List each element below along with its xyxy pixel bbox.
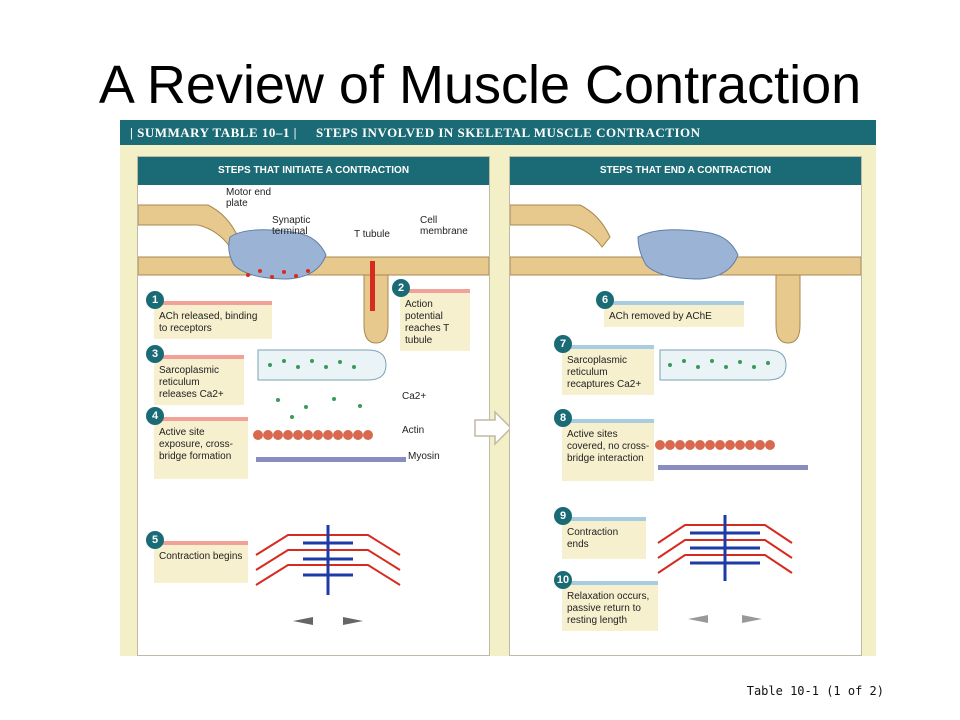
slide-caption: Table 10-1 (1 of 2) xyxy=(746,684,884,698)
ach-dots xyxy=(246,269,310,279)
step-6-text: ACh removed by AChE xyxy=(609,311,712,322)
sarcoplasmic-reticulum xyxy=(257,349,387,381)
sarcomere-thick-filaments xyxy=(690,515,760,581)
synaptic-terminal-shape xyxy=(637,229,739,280)
sarcoplasmic-reticulum xyxy=(659,349,787,381)
step-8-bar xyxy=(562,419,654,423)
relaxation-arrow-left xyxy=(688,615,708,623)
step-10-text: Relaxation occurs, passive return to res… xyxy=(567,591,650,626)
figure-header-label: | SUMMARY TABLE 10–1 | xyxy=(130,125,297,140)
sarcomere-thick-filaments xyxy=(303,525,353,595)
label-myosin: Myosin xyxy=(408,451,440,462)
initiate-illustration xyxy=(138,204,489,625)
step-5-text: Contraction begins xyxy=(159,551,243,562)
step-9-box: Contraction ends xyxy=(562,517,646,559)
step-10-box: Relaxation occurs, passive return to res… xyxy=(562,581,658,631)
step-3-number: 3 xyxy=(146,345,164,363)
step-9-bar xyxy=(562,517,646,521)
step-4-bar xyxy=(154,417,248,421)
end-panel: STEPS THAT END A CONTRACTION xyxy=(509,156,862,656)
step-1-box: ACh released, binding to receptors xyxy=(154,301,272,339)
step-3-box: Sarcoplasmic reticulum releases Ca2+ xyxy=(154,355,244,405)
step-4-box: Active site exposure, cross-bridge forma… xyxy=(154,417,248,479)
transition-arrow-icon xyxy=(474,410,513,446)
step-2-box: Action potential reaches T tubule xyxy=(400,289,470,351)
step-4-text: Active site exposure, cross-bridge forma… xyxy=(159,427,233,462)
summary-figure: | SUMMARY TABLE 10–1 | STEPS INVOLVED IN… xyxy=(120,120,876,656)
step-8-number: 8 xyxy=(554,409,572,427)
myosin-filament xyxy=(658,465,808,470)
step-3-text: Sarcoplasmic reticulum releases Ca2+ xyxy=(159,365,224,400)
figure-header-title: STEPS INVOLVED IN SKELETAL MUSCLE CONTRA… xyxy=(316,125,701,140)
step-7-number: 7 xyxy=(554,335,572,353)
contraction-arrow-left xyxy=(293,617,313,625)
calcium-dots xyxy=(268,359,362,419)
step-8-box: Active sites covered, no cross-bridge in… xyxy=(562,419,654,481)
step-2-text: Action potential reaches T tubule xyxy=(405,299,450,346)
step-6-box: ACh removed by AChE xyxy=(604,301,744,327)
t-tubule-shape xyxy=(363,274,389,344)
step-3-bar xyxy=(154,355,244,359)
step-2-number: 2 xyxy=(392,279,410,297)
step-5-number: 5 xyxy=(146,531,164,549)
label-synaptic-terminal: Synaptic terminal xyxy=(272,215,311,237)
step-9-text: Contraction ends xyxy=(567,527,619,550)
actin-filament xyxy=(253,430,373,440)
axon-shape xyxy=(138,204,239,248)
initiate-panel-heading: STEPS THAT INITIATE A CONTRACTION xyxy=(138,157,489,185)
contraction-arrow-right xyxy=(343,617,363,625)
step-7-bar xyxy=(562,345,654,349)
step-7-box: Sarcoplasmic reticulum recaptures Ca2+ xyxy=(562,345,654,395)
initiate-panel-body: Motor end plate Synaptic terminal T tubu… xyxy=(138,185,489,655)
step-10-bar xyxy=(562,581,658,585)
label-t-tubule: T tubule xyxy=(354,229,390,240)
step-6-number: 6 xyxy=(596,291,614,309)
step-4-number: 4 xyxy=(146,407,164,425)
step-9-number: 9 xyxy=(554,507,572,525)
relaxation-arrow-right xyxy=(742,615,762,623)
label-cell-membrane: Cell membrane xyxy=(420,215,468,237)
initiate-panel: STEPS THAT INITIATE A CONTRACTION xyxy=(137,156,490,656)
myosin-filament xyxy=(256,457,406,462)
actin-filament xyxy=(655,440,775,450)
label-actin: Actin xyxy=(402,425,425,436)
calcium-dots xyxy=(668,359,770,369)
end-panel-heading: STEPS THAT END A CONTRACTION xyxy=(510,157,861,185)
t-tubule-shape xyxy=(775,274,801,344)
step-1-text: ACh released, binding to receptors xyxy=(159,311,258,334)
step-8-text: Active sites covered, no cross-bridge in… xyxy=(567,429,650,464)
step-10-number: 10 xyxy=(554,571,572,589)
step-2-bar xyxy=(400,289,470,293)
figure-header: | SUMMARY TABLE 10–1 | STEPS INVOLVED IN… xyxy=(120,120,876,145)
end-panel-body: ACh removed by AChE 6 Sarcoplasmic retic… xyxy=(510,185,861,655)
step-5-box: Contraction begins xyxy=(154,541,248,583)
action-potential-marker xyxy=(370,261,375,311)
label-ca: Ca2+ xyxy=(402,391,427,402)
step-7-text: Sarcoplasmic reticulum recaptures Ca2+ xyxy=(567,355,642,390)
synaptic-terminal-shape xyxy=(228,229,327,280)
step-6-bar xyxy=(604,301,744,305)
step-1-bar xyxy=(154,301,272,305)
axon-shape xyxy=(510,204,611,248)
step-5-bar xyxy=(154,541,248,545)
step-1-number: 1 xyxy=(146,291,164,309)
end-illustration xyxy=(510,204,861,623)
label-motor-end-plate: Motor end plate xyxy=(226,187,272,209)
slide-title: A Review of Muscle Contraction xyxy=(98,55,862,115)
